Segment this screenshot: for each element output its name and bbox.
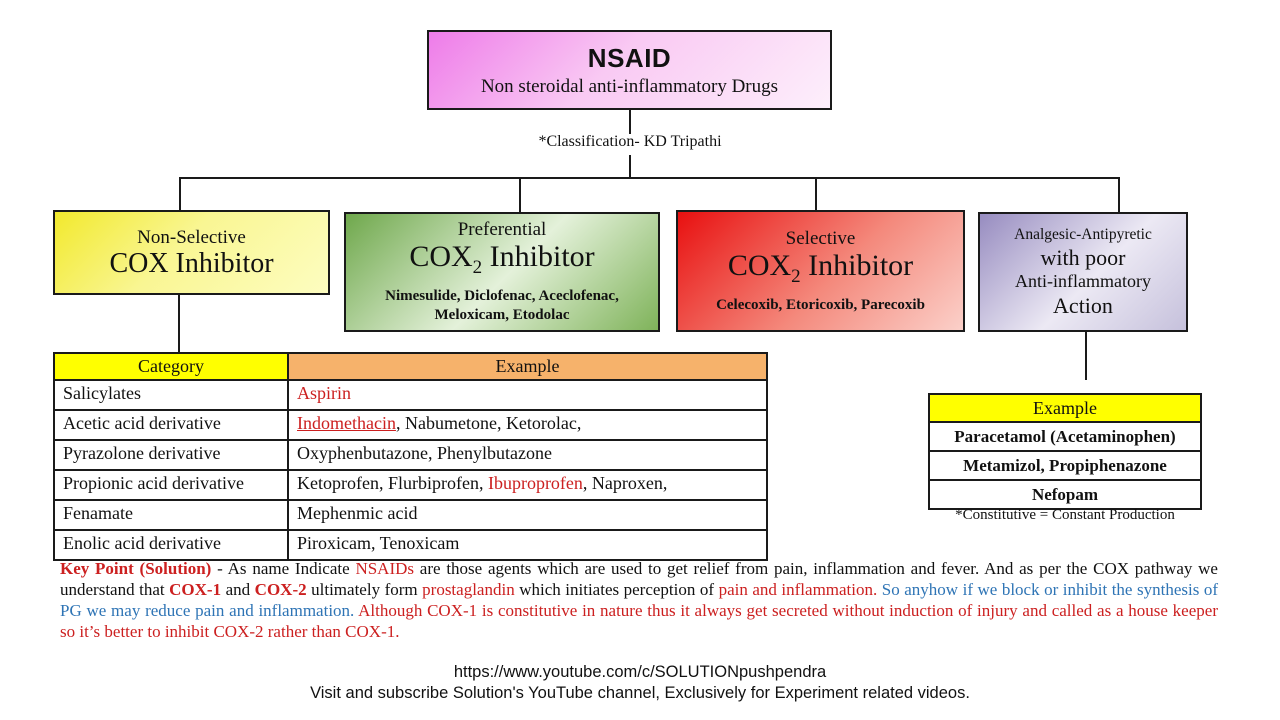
nsaid-subtitle: Non steroidal anti-inflammatory Drugs xyxy=(480,75,779,97)
example-header-cell: Example xyxy=(930,395,1200,421)
table-header-row: Category Example xyxy=(55,354,766,379)
category-example-table: Category Example Salicylates Aspirin Ace… xyxy=(53,352,768,561)
nonselective-label: Non-Selective xyxy=(137,226,246,248)
connector-note-to-bus xyxy=(629,155,631,179)
example-cell: Piroxicam, Tenoxicam xyxy=(297,533,460,553)
example-header-cell: Example xyxy=(289,354,766,379)
category-header-cell: Category xyxy=(55,354,289,379)
preferential-label: Preferential xyxy=(457,219,547,240)
category-cell: Acetic acid derivative xyxy=(55,411,289,439)
connector-horizontal-bus xyxy=(179,177,1120,179)
example-cell: Indomethacin, Nabumetone, Ketorolac, xyxy=(297,413,582,433)
example-cell: Oxyphenbutazone, Phenylbutazone xyxy=(297,443,552,463)
table-row: Propionic acid derivative Ketoprofen, Fl… xyxy=(55,469,766,499)
preferential-title: COX2 Inhibitor xyxy=(409,240,595,279)
selective-title: COX2 Inhibitor xyxy=(727,248,914,287)
connector-drop-selective xyxy=(815,177,817,210)
highlighted-drug: Indomethacin xyxy=(297,413,396,433)
branch-nonselective-cox-inhibitor: Non-Selective COX Inhibitor xyxy=(53,210,330,295)
connector-drop-nonselective xyxy=(179,177,181,210)
category-cell: Salicylates xyxy=(55,381,289,409)
table-row: Paracetamol (Acetaminophen) xyxy=(930,421,1200,450)
preferential-drugs-line1: Nimesulide, Diclofenac, Aceclofenac, xyxy=(385,288,619,304)
example-cell: Aspirin xyxy=(289,381,766,409)
preferential-drugs-line2: Meloxicam, Etodolac xyxy=(434,307,570,323)
table-row: Fenamate Mephenmic acid xyxy=(55,499,766,529)
category-cell: Propionic acid derivative xyxy=(55,471,289,499)
analgesic-line1: Analgesic-Antipyretic xyxy=(1014,226,1152,243)
nsaid-root-box: NSAID Non steroidal anti-inflammatory Dr… xyxy=(427,30,832,110)
connector-yellow-to-table xyxy=(178,295,180,352)
nsaid-title: NSAID xyxy=(587,42,672,73)
selective-drugs-line1: Celecoxib, Etoricoxib, Parecoxib xyxy=(716,296,925,313)
connector-drop-preferential xyxy=(519,177,521,212)
subscribe-message: Visit and subscribe Solution's YouTube c… xyxy=(310,684,970,702)
table-row: Nefopam xyxy=(930,479,1200,508)
branch-analgesic-antipyretic: Analgesic-Antipyretic with poor Anti-inf… xyxy=(978,212,1188,332)
analgesic-line3: Anti-inflammatory xyxy=(1015,271,1151,291)
analgesic-line2: with poor xyxy=(1040,245,1126,270)
connector-drop-analgesic xyxy=(1118,177,1120,212)
cox2-subscript: 2 xyxy=(472,257,483,278)
analgesic-example-table: Example Paracetamol (Acetaminophen) Meta… xyxy=(928,393,1202,510)
highlighted-drug: Ibuproprofen xyxy=(487,473,583,493)
branch-selective-cox2-inhibitor: Selective COX2 Inhibitor Celecoxib, Etor… xyxy=(676,210,965,332)
cox2-subscript: 2 xyxy=(791,265,801,287)
nonselective-title: COX Inhibitor xyxy=(109,247,274,279)
table-row: Acetic acid derivative Indomethacin, Nab… xyxy=(55,409,766,439)
table-row: Salicylates Aspirin xyxy=(55,379,766,409)
classification-note: *Classification- KD Tripathi xyxy=(538,133,722,150)
keypoint-heading: Key Point (Solution) xyxy=(60,559,212,578)
branch-preferential-cox2-inhibitor: Preferential COX2 Inhibitor Nimesulide, … xyxy=(344,212,660,332)
table-row: Enolic acid derivative Piroxicam, Tenoxi… xyxy=(55,529,766,559)
analgesic-line4: Action xyxy=(1053,293,1113,318)
highlighted-drug: Aspirin xyxy=(297,383,351,403)
example-cell: Mephenmic acid xyxy=(297,503,418,523)
selective-label: Selective xyxy=(785,227,856,249)
table-row: Metamizol, Propiphenazone xyxy=(930,450,1200,479)
key-point-paragraph: Key Point (Solution) - As name Indicate … xyxy=(60,559,1219,641)
category-cell: Fenamate xyxy=(55,501,289,529)
connector-root-to-note xyxy=(629,110,631,134)
table-row: Pyrazolone derivative Oxyphenbutazone, P… xyxy=(55,439,766,469)
connector-purple-to-table xyxy=(1085,332,1087,380)
youtube-url: https://www.youtube.com/c/SOLUTIONpushpe… xyxy=(453,663,827,681)
constitutive-note: *Constitutive = Constant Production xyxy=(955,507,1175,523)
example-cell: Ketoprofen, Flurbiprofen, Ibuproprofen, … xyxy=(297,473,668,493)
category-cell: Enolic acid derivative xyxy=(55,531,289,559)
category-cell: Pyrazolone derivative xyxy=(55,441,289,469)
